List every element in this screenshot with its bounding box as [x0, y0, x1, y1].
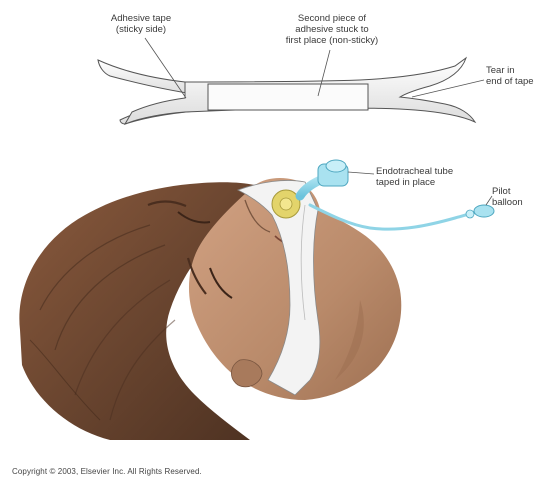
- patient-head: [19, 160, 494, 440]
- tube-connector-end: [326, 160, 346, 172]
- label-adhesive-tape-line-2: (sticky side): [96, 24, 186, 35]
- label-endotracheal-tube: Endotracheal tube taped in place: [376, 166, 466, 188]
- second-adhesive-piece: [208, 84, 368, 110]
- label-adhesive-tape: Adhesive tape (sticky side): [96, 13, 186, 35]
- label-pilot-line-2: balloon: [492, 197, 542, 208]
- label-adhesive-tape-line-1: Adhesive tape: [96, 13, 186, 24]
- label-second-piece-line-2: adhesive stuck to: [276, 24, 388, 35]
- leader-et-tube: [348, 172, 374, 174]
- bite-block-inner: [280, 198, 292, 210]
- label-second-piece-line-3: first place (non-sticky): [276, 35, 388, 46]
- label-second-piece-line-1: Second piece of: [276, 13, 388, 24]
- label-second-piece: Second piece of adhesive stuck to first …: [276, 13, 388, 46]
- label-tear-line-1: Tear in: [486, 65, 542, 76]
- label-pilot-line-1: Pilot: [492, 186, 542, 197]
- pilot-balloon-shape: [474, 205, 494, 217]
- pilot-valve: [466, 210, 474, 218]
- label-et-tube-line-1: Endotracheal tube: [376, 166, 466, 177]
- label-tear-line-2: end of tape: [486, 76, 542, 87]
- label-et-tube-line-2: taped in place: [376, 177, 466, 188]
- label-tear: Tear in end of tape: [486, 65, 542, 87]
- label-pilot-balloon: Pilot balloon: [492, 186, 542, 208]
- copyright-notice: Copyright © 2003, Elsevier Inc. All Righ…: [12, 467, 202, 476]
- adhesive-tape-strip: [98, 38, 484, 124]
